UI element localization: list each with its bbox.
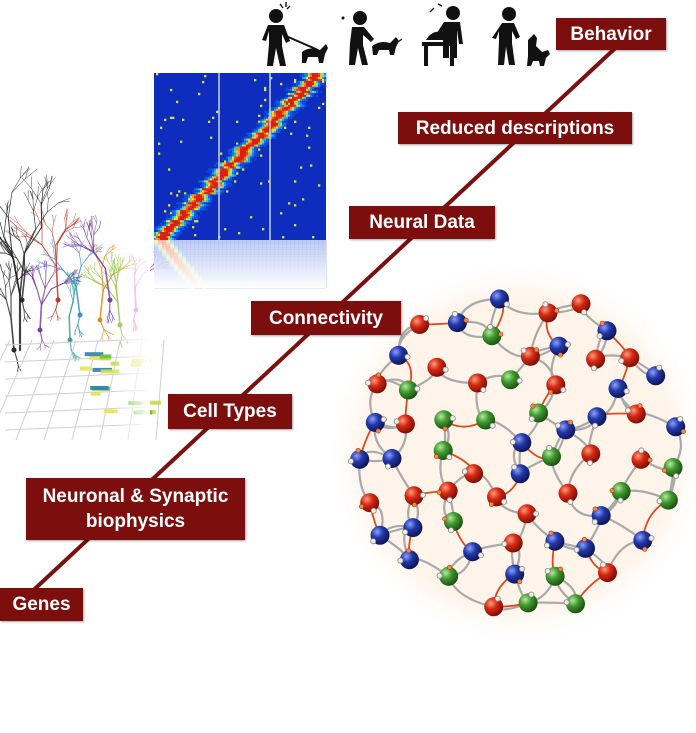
dog-training-icon [492,7,550,66]
label-behavior: Behavior [556,18,666,50]
dog-grooming-icon [422,3,463,66]
label-neuronal-line1: Neuronal & Synaptic [42,486,229,507]
dog-walking-icon [262,2,328,66]
label-reduced-descriptions-text: Reduced descriptions [415,117,615,139]
label-connectivity: Connectivity [251,301,401,335]
label-neural-data-text: Neural Data [369,212,475,233]
label-neuronal-line2: biophysics [85,511,186,532]
label-behavior-text: Behavior [570,23,652,45]
label-neuronal-synaptic-biophysics: Neuronal & Synaptic biophysics [26,478,245,540]
label-cell-types-text: Cell Types [183,401,277,422]
label-connectivity-text: Connectivity [268,307,384,329]
label-cell-types: Cell Types [168,394,292,429]
dog-feeding-icon [341,11,403,65]
label-genes-text: Genes [12,594,71,615]
label-reduced-descriptions: Reduced descriptions [398,112,632,144]
label-neural-data: Neural Data [349,206,495,239]
label-genes: Genes [0,588,83,621]
